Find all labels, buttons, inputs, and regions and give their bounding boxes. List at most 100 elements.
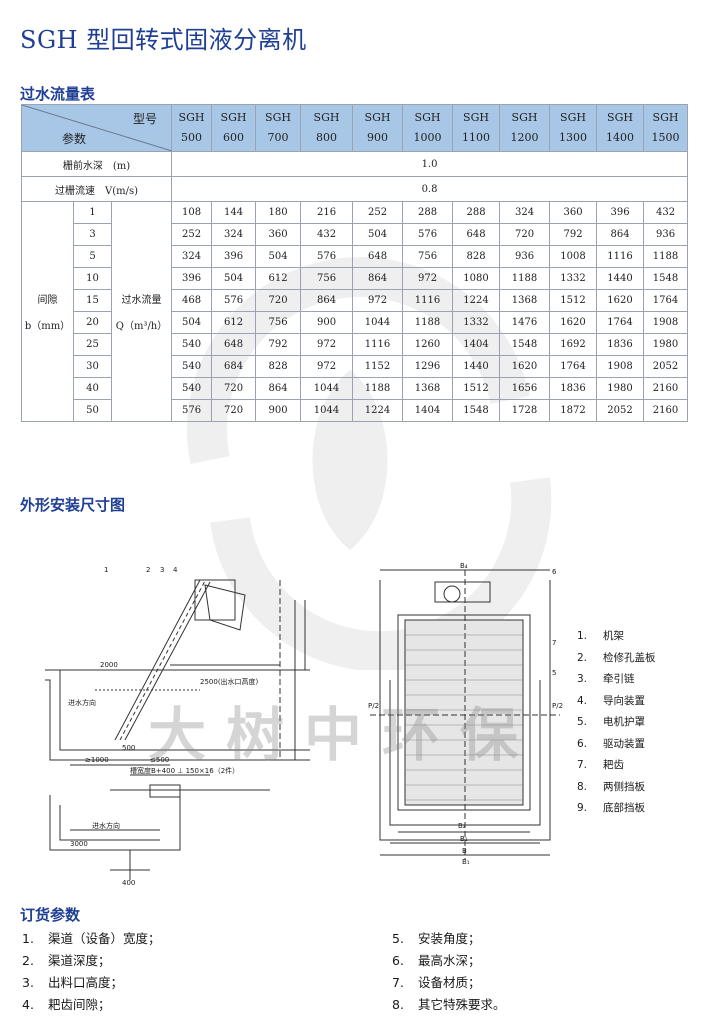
flow-cell: 1548	[499, 333, 551, 356]
list-item: 1.渠道（设备）宽度；	[22, 931, 161, 946]
flow-cell: 324	[499, 201, 551, 224]
flow-cell: 864	[352, 267, 404, 290]
gap-value: 30	[73, 355, 112, 378]
flow-cell: 576	[211, 289, 257, 312]
flow-cell: 936	[499, 245, 551, 268]
flow-cell: 1296	[402, 355, 454, 378]
flow-cell: 864	[300, 289, 354, 312]
flow-cell: 648	[211, 333, 257, 356]
flow-cell: 756	[402, 245, 454, 268]
watermark-text: 大树中环保	[148, 701, 539, 769]
flow-cell: 432	[300, 223, 354, 246]
legend-item: 2.检修孔盖板	[577, 651, 656, 664]
label-b-inner: B₁	[460, 835, 468, 843]
flow-cell: 1044	[300, 377, 354, 400]
gap-value: 25	[73, 333, 112, 356]
dim-2000: 2000	[100, 661, 118, 669]
drawing-heading: 外形安装尺寸图	[20, 496, 126, 514]
flow-cell: 180	[255, 201, 302, 224]
flow-cell: 1332	[549, 267, 598, 290]
order-params-right: 5.安装角度；6.最高水深；7.设备材质；8.其它特殊要求。	[392, 928, 506, 1016]
flow-cell: 720	[255, 289, 302, 312]
flow-cell: 1152	[352, 355, 404, 378]
flow-cell: 1980	[643, 333, 689, 356]
gap-value: 10	[73, 267, 112, 290]
flow-cell: 1764	[596, 311, 645, 334]
flow-cell: 1188	[352, 377, 404, 400]
corner-diagonal	[22, 105, 172, 151]
gap-value: 15	[73, 289, 112, 312]
flow-cell: 1368	[499, 289, 551, 312]
flow-cell: 612	[211, 311, 257, 334]
legend-item: 6.驱动装置	[577, 737, 645, 750]
flow-cell: 1404	[402, 399, 454, 422]
flow-cell: 504	[211, 267, 257, 290]
flow-cell: 1008	[549, 245, 598, 268]
speed-label: 过栅流速 V(m/s)	[20, 176, 173, 202]
flow-cell: 1620	[596, 289, 645, 312]
flow-cell: 1260	[402, 333, 454, 356]
legend-item: 1.机架	[577, 630, 624, 642]
flow-cell: 1188	[402, 311, 454, 334]
flow-cell: 504	[255, 245, 302, 268]
flow-cell: 1908	[643, 311, 689, 334]
list-item: 8.其它特殊要求。	[392, 997, 506, 1012]
flow-cell: 1512	[549, 289, 598, 312]
flow-cell: 1656	[499, 377, 551, 400]
callout-5: 5	[552, 669, 556, 677]
flow-cell: 504	[352, 223, 404, 246]
gap-value: 3	[73, 223, 112, 246]
callout-1: 1	[104, 566, 108, 574]
flow-cell: 252	[352, 201, 404, 224]
flow-cell: 1440	[452, 355, 501, 378]
legend-item: 5.电机护罩	[577, 716, 645, 728]
flow-cell: 360	[255, 223, 302, 246]
flow-cell: 288	[452, 201, 501, 224]
gap-value: 40	[73, 377, 112, 400]
flow-cell: 1980	[596, 377, 645, 400]
flow-cell: 684	[211, 355, 257, 378]
flow-cell: 1692	[549, 333, 598, 356]
callout-4: 4	[173, 566, 178, 574]
flow-cell: 432	[643, 201, 689, 224]
depth-value: 1.0	[171, 151, 689, 177]
flow-cell: 1116	[402, 289, 454, 312]
flow-cell: 144	[211, 201, 257, 224]
flow-cell: 1332	[452, 311, 501, 334]
flow-cell: 468	[171, 289, 213, 312]
list-item: 7.设备材质；	[392, 975, 481, 990]
flow-cell: 1476	[499, 311, 551, 334]
flow-cell: 1620	[549, 311, 598, 334]
flow-cell: 648	[452, 223, 501, 246]
flow-cell: 864	[596, 223, 645, 246]
flow-cell: 324	[211, 223, 257, 246]
gap-value: 5	[73, 245, 112, 268]
page-title: SGH 型回转式固液分离机	[20, 26, 307, 54]
flow-cell: 1764	[549, 355, 598, 378]
dim-ge-1000: ≥1000	[85, 756, 109, 764]
dim-le-500: ≤500	[150, 756, 169, 764]
flow-cell: 1116	[352, 333, 404, 356]
flow-cell: 396	[211, 245, 257, 268]
dim-500a: 500	[122, 744, 135, 752]
flow-cell: 936	[643, 223, 689, 246]
table-corner-header: 型号 参数	[20, 104, 173, 152]
dim-3000: 3000	[70, 840, 88, 848]
flow-cell: 1728	[499, 399, 551, 422]
label-p-left: P/2	[368, 702, 379, 710]
channel-note: 槽宽度B+400 ⊥ 150×16（2件）	[130, 766, 239, 775]
callout-6: 6	[552, 568, 557, 576]
front-view-drawing: B₄ B₂ B₁ B B₁ P/2 P/2 6 7 5	[368, 562, 563, 865]
